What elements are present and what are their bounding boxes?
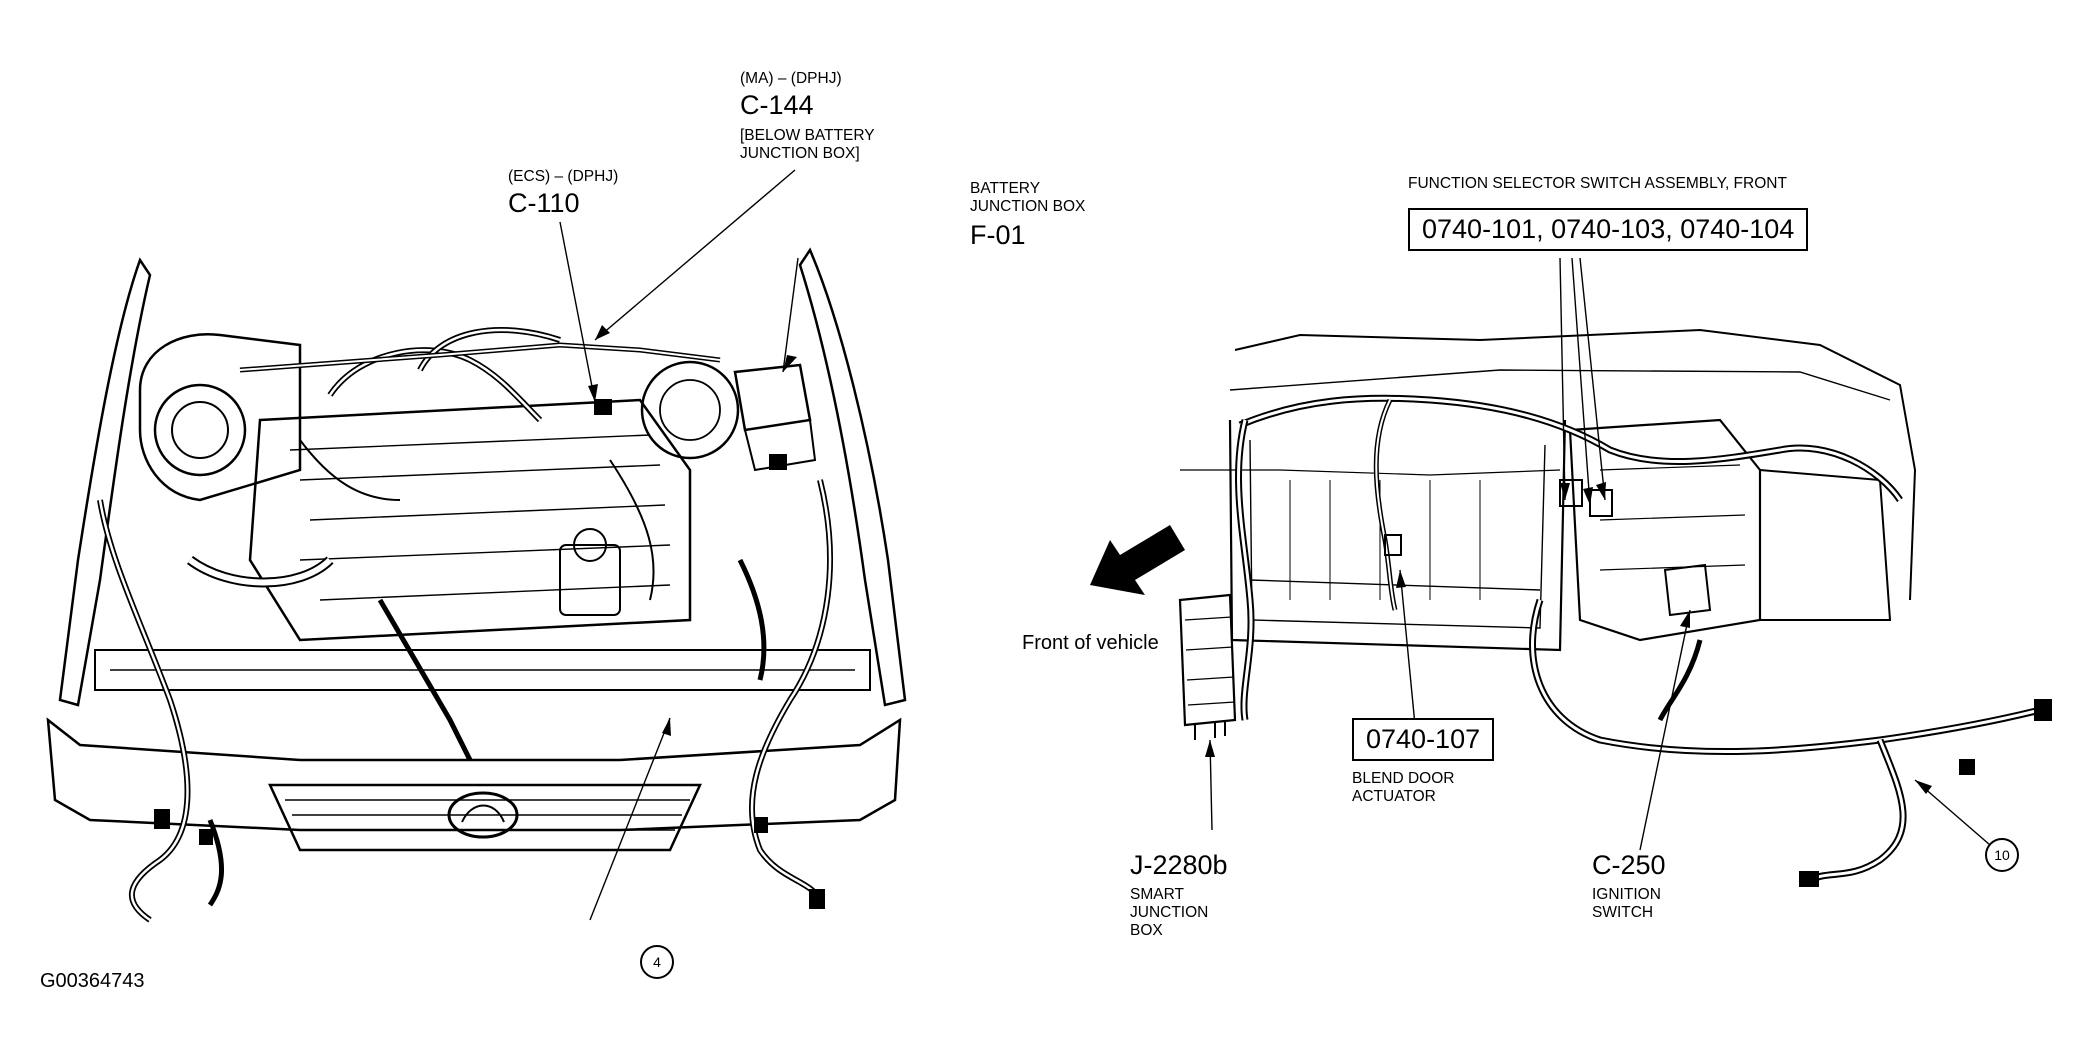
figure-id: G00364743 bbox=[40, 970, 145, 992]
c110-variant: (ECS) – (DPHJ) bbox=[508, 168, 619, 185]
callout-10: 10 bbox=[1985, 838, 2019, 872]
ignition-line1: IGNITION bbox=[1592, 886, 1661, 903]
sjb-line1: SMART bbox=[1130, 886, 1184, 903]
f01-code: F-01 bbox=[970, 220, 1026, 250]
arrowheads-right bbox=[1205, 482, 1932, 794]
function-selector-title: FUNCTION SELECTOR SWITCH ASSEMBLY, FRONT bbox=[1408, 175, 1787, 192]
callout-4: 4 bbox=[640, 945, 674, 979]
blend-door-code: 0740-107 bbox=[1352, 718, 1495, 762]
engine-bay-illustration bbox=[46, 247, 907, 923]
sjb-code: J-2280b bbox=[1130, 850, 1228, 880]
sjb-line3: BOX bbox=[1130, 922, 1163, 939]
sjb-line2: JUNCTION bbox=[1130, 904, 1209, 921]
dashboard-illustration bbox=[1178, 328, 2052, 887]
c110-code: C-110 bbox=[508, 188, 580, 218]
f01-line1: BATTERY bbox=[970, 180, 1041, 197]
c144-code: C-144 bbox=[740, 90, 814, 120]
leader-lines-right bbox=[1209, 257, 1991, 851]
f01-line2: JUNCTION BOX bbox=[970, 198, 1086, 215]
arrowheads-left bbox=[588, 325, 797, 736]
ignition-line2: SWITCH bbox=[1592, 904, 1654, 921]
c144-note-line2: JUNCTION BOX] bbox=[740, 145, 860, 162]
front-of-vehicle-arrow bbox=[1090, 525, 1185, 595]
blend-door-line2: ACTUATOR bbox=[1352, 788, 1436, 805]
ignition-code: C-250 bbox=[1592, 850, 1666, 880]
leader-lines-left bbox=[559, 169, 799, 921]
blend-door-line1: BLEND DOOR bbox=[1352, 770, 1455, 787]
c144-note-line1: [BELOW BATTERY bbox=[740, 127, 875, 144]
c144-variant: (MA) – (DPHJ) bbox=[740, 70, 842, 87]
function-selector-codes: 0740-101, 0740-103, 0740-104 bbox=[1408, 208, 1809, 252]
front-of-vehicle-label: Front of vehicle bbox=[1022, 632, 1159, 654]
